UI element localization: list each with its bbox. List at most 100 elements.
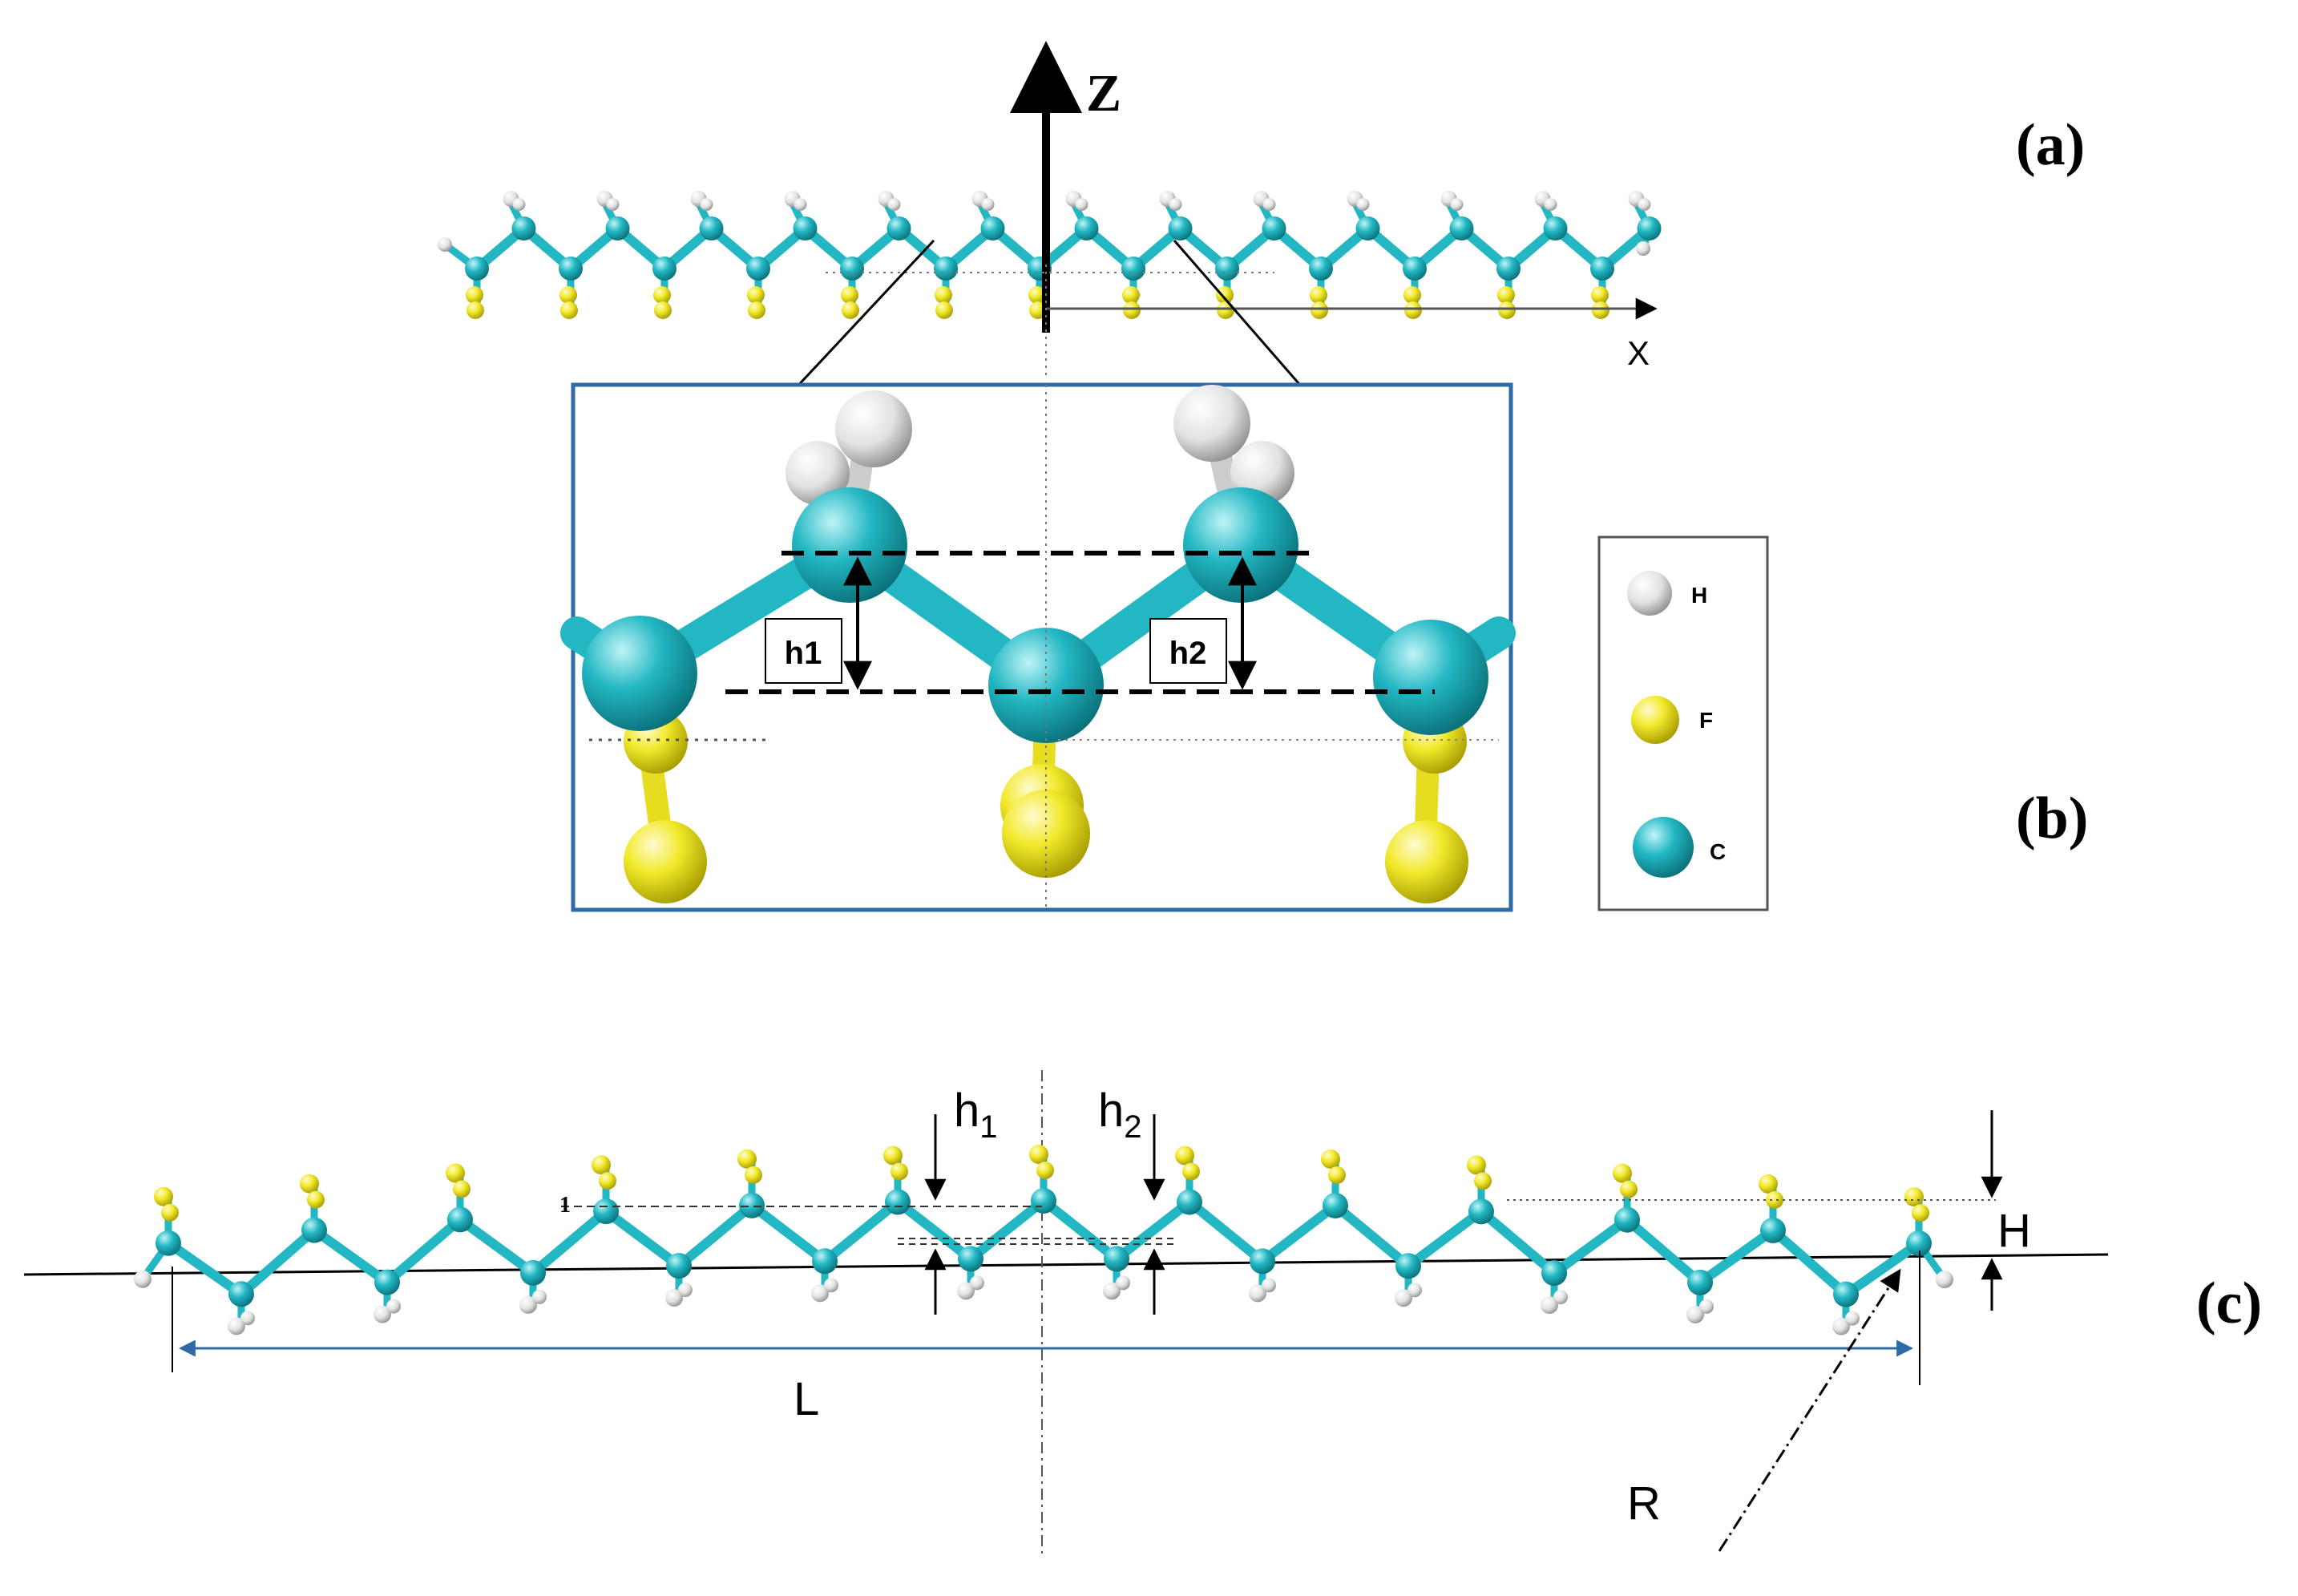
c-c-bond [236,1225,319,1299]
fluorine-atom [1123,301,1141,319]
carbon-atom [1906,1230,1932,1257]
c-c-bond [1841,1238,1924,1299]
fluorine-atom [1620,1180,1638,1198]
fluorine-atom [737,1149,757,1169]
hydrogen-atom [519,1295,537,1314]
fluorine-atom [1029,1145,1048,1165]
hydrogen-atom [606,198,620,211]
fluorine-atom [599,1172,616,1190]
carbon-atom [511,216,536,240]
fluorine-atom [891,1162,908,1181]
c-c-bond [1768,1225,1851,1299]
carbon-atom [155,1230,181,1256]
hydrogen-atom [240,1311,255,1326]
fluorine-atom [559,286,577,304]
carbon-atom [1449,216,1474,240]
fluorine-atom [747,286,765,304]
carbon-atom [465,257,489,281]
detail-atoms [582,385,1488,903]
h1-label: h1 [785,636,822,671]
hydrogen-atom [228,1317,245,1335]
fluorine-atom [1766,1190,1783,1209]
hydrogen-atom [1553,1290,1568,1305]
hydrogen-atom [1116,1275,1130,1291]
hydrogen-atom [1450,198,1464,211]
h1-label-box [765,618,842,684]
fluorine-atom [154,1186,173,1206]
hydrogen-atom [786,441,850,505]
legend-label-h: H [1691,583,1707,608]
fluorine-atom [1328,1166,1346,1184]
hydrogen-atom [1638,198,1651,211]
hydrogen-atom [1395,1289,1412,1307]
hydrogen-atom [835,390,912,467]
hydrogen-atom [1173,385,1250,462]
hydrogen-atom [957,1282,975,1300]
carbon-atom [605,216,630,240]
carbon-atom [1168,216,1193,240]
carbon-atom [520,1259,546,1286]
x-axis-label: X [1627,334,1650,372]
R-label: R [1627,1477,1661,1529]
fluorine-atom [1122,286,1140,304]
fluorine-atom [1592,301,1609,319]
carbon-atom [1031,1188,1056,1214]
fluorine-atom [654,301,672,319]
c-c-bond [747,1200,830,1267]
carbon-atom [1074,216,1099,240]
hydrogen-atom [1636,241,1650,256]
one-label: 1 [559,1193,571,1218]
fluorine-atom [1759,1174,1778,1194]
carbon-atom [1309,257,1333,281]
carbon-atom [1543,216,1568,240]
carbon-atom [699,216,724,240]
c-c-bond [601,1206,684,1271]
panel-label-a: (a) [2016,112,2085,178]
carbon-atom [793,216,818,240]
fluorine-atom [1028,286,1046,304]
fluorine-atom [1904,1187,1924,1207]
hydrogen-atom [1356,198,1370,211]
hydrogen-atom [512,198,526,211]
panel-label-c: (c) [2196,1271,2262,1336]
legend-item-f: F [1631,696,1713,744]
hydrogen-atom [1544,198,1557,211]
c-c-bond [1622,1214,1705,1287]
c-c-bond [1185,1197,1267,1267]
hydrogen-atom [970,1275,984,1291]
fluorine-atom [1613,1163,1632,1183]
carbon-atom [1468,1198,1494,1225]
chain-c-bonds [139,1150,1949,1331]
L-label: L [794,1373,819,1425]
h2-bent-label: h2 [1098,1085,1142,1145]
fluorine-atom [1216,286,1234,304]
carbon-atom [1614,1206,1640,1233]
hydrogen-atom [1262,198,1276,211]
carbon-atom [1637,216,1662,240]
fluorine-atom [1403,286,1421,304]
hydrogen-atom [532,1289,547,1304]
carbon-atom [652,257,676,281]
fluorine-atom [653,286,671,304]
hydrogen-atom [1845,1311,1860,1326]
fluorine-atom [1310,286,1327,304]
c-c-bond [1331,1200,1413,1271]
hydrogen-atom [981,198,995,211]
carbon-atom [1355,216,1380,240]
legend-label-f: F [1699,708,1713,733]
carbon-atom [792,487,907,603]
c-c-bond [893,1197,975,1264]
c-c-bond [309,1225,392,1287]
carbon-atom [1760,1217,1786,1243]
chain-c-atoms [134,1145,1953,1335]
hydrogen-atom [1169,198,1182,211]
hydrogen-atom [386,1299,401,1314]
fluorine-atom [307,1190,325,1209]
fluorine-atom [841,286,858,304]
fluorine-atom [1912,1204,1929,1222]
carbon-atom [1250,1248,1275,1275]
fluorine-atom [935,286,952,304]
R-arrow [1718,1268,1901,1552]
fluorine-atom [592,1155,611,1175]
fluorine-atom [1321,1149,1340,1169]
